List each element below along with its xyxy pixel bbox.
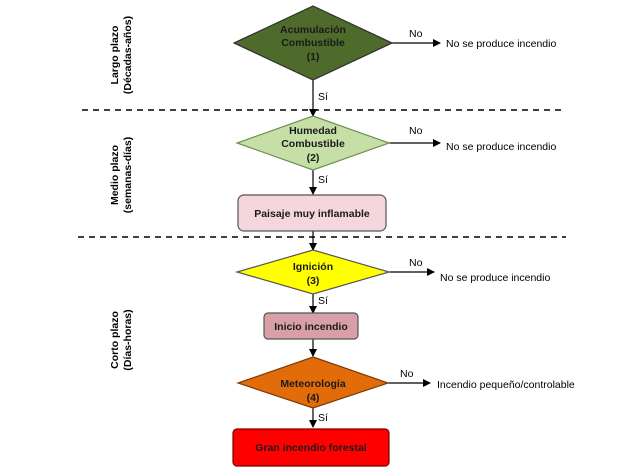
large-fire-label: Gran incendio forestal: [255, 442, 367, 454]
fuel-accumulation-line2: Combustible: [281, 37, 345, 49]
outcome-no-fire-1: No se produce incendio: [446, 38, 556, 50]
stage-medium-line1: Medio plazo: [109, 145, 121, 205]
no-label-1: No: [409, 28, 423, 40]
stage-label-long-term: Largo plazo (Décadas-años): [109, 16, 134, 94]
stage-long-line1: Largo plazo: [109, 26, 121, 85]
outcome-small-fire: Incendio pequeño/controlable: [437, 379, 575, 391]
meteorology-line2: (4): [307, 392, 320, 404]
fuel-accumulation-line1: Acumulación: [280, 24, 346, 36]
stage-long-line2: (Décadas-años): [122, 16, 134, 94]
stage-label-medium-term: Medio plazo (semanas-días): [109, 137, 134, 213]
meteorology-line1: Meteorología: [280, 378, 345, 390]
stage-label-short-term: Corto plazo (Días-horas): [109, 309, 134, 370]
fuel-moisture-line2: Combustible: [281, 138, 345, 150]
outcome-no-fire-3: No se produce incendio: [440, 272, 550, 284]
yes-label-3: Sí: [318, 295, 328, 307]
fire-start-label: Inicio incendio: [274, 321, 348, 333]
no-label-3: No: [409, 257, 423, 269]
yes-label-4: Sí: [318, 412, 328, 424]
decision-ignition: [234, 249, 392, 295]
decision-fuel-accumulation: [232, 5, 394, 81]
stage-medium-line2: (semanas-días): [122, 137, 134, 213]
box-flammable-landscape: [237, 194, 387, 232]
no-label-4: No: [400, 368, 414, 380]
flammable-landscape-label: Paisaje muy inflamable: [254, 208, 370, 220]
yes-label-2: Sí: [318, 174, 328, 186]
box-large-fire: [232, 428, 390, 467]
decision-fuel-moisture: [235, 115, 391, 171]
fuel-moisture-line3: (2): [307, 152, 320, 164]
ignition-line2: (3): [307, 275, 320, 287]
stage-short-line1: Corto plazo: [109, 311, 121, 369]
ignition-line1: Ignición: [293, 261, 333, 273]
decision-meteorology: [236, 356, 390, 409]
fuel-accumulation-line3: (1): [307, 51, 320, 63]
box-fire-start: [263, 312, 359, 340]
fuel-moisture-line1: Humedad: [289, 125, 337, 137]
outcome-no-fire-2: No se produce incendio: [446, 141, 556, 153]
yes-label-1: Sí: [318, 91, 328, 103]
no-label-2: No: [409, 125, 423, 137]
stage-short-line2: (Días-horas): [122, 309, 134, 370]
